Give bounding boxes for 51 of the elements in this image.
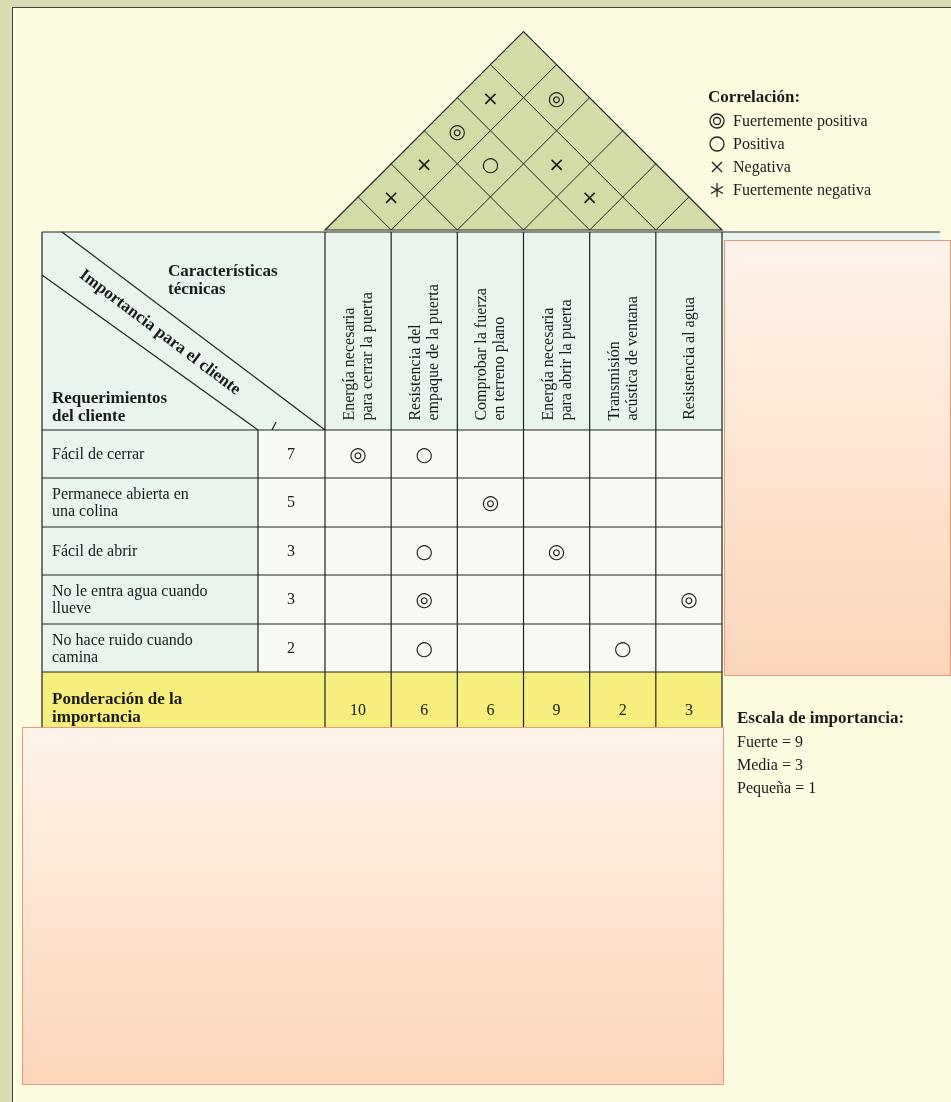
cross-symbol: × [481, 87, 500, 108]
cross-symbol: × [547, 153, 566, 174]
double-circle-symbol: ◎ [414, 589, 434, 609]
requirement-text: Permanece abierta en una colina [52, 484, 190, 520]
double-circle-symbol: ◎ [546, 541, 567, 561]
scale-entry: Media = 3 [737, 756, 804, 774]
column-axis-heading: Características técnicas [168, 261, 279, 299]
double-circle-symbol: ◎ [348, 444, 368, 464]
weight-value: 3 [683, 701, 694, 719]
weight-value: 6 [485, 701, 496, 719]
cross-symbol: × [381, 186, 401, 207]
weight-row-heading: Ponderación de la importancia [52, 689, 184, 727]
column-header: Comprobar la fuerza en terreno plano [472, 286, 508, 421]
weight-value: 6 [419, 701, 430, 719]
circle-symbol: ○ [414, 541, 434, 561]
column-header: Energía necesaria para cerrar la puerta [340, 290, 376, 421]
column-header: Transmisión acústica de ventana [605, 294, 641, 421]
legend-text: Positiva [733, 135, 785, 153]
weight-value: 9 [551, 701, 562, 719]
weight-value: 10 [349, 701, 368, 719]
circle-symbol: ○ [414, 638, 434, 658]
column-header: Resistencia del empaque de la puerta [406, 282, 442, 421]
requirement-text: No le entra agua cuando llueve [52, 581, 209, 617]
importance-value: 3 [286, 542, 296, 560]
requirement-text: No hace ruido cuando camina [52, 630, 194, 666]
double-circle-symbol: ◎ [679, 589, 699, 609]
weight-value: 2 [617, 701, 628, 719]
requirement-text: Fácil de cerrar [52, 445, 146, 463]
legend-text: Fuertemente positiva [733, 112, 868, 130]
column-header: Resistencia al agua [680, 296, 698, 420]
column-header: Energía necesaria para abrir la puerta [539, 297, 575, 421]
importance-value: 3 [286, 590, 296, 608]
double-circle-symbol: ◎ [447, 120, 468, 141]
cross-symbol: × [414, 153, 434, 174]
importance-value: 7 [286, 445, 296, 463]
scale-title: Escala de importancia: [737, 708, 906, 728]
importance-value: 2 [286, 639, 296, 657]
scale-entry: Pequeña = 1 [737, 779, 818, 797]
legend-text: Negativa [733, 158, 791, 176]
requirement-text: Fácil de abrir [52, 542, 139, 560]
importance-value: 5 [286, 493, 296, 511]
legend-title: Correlación: [708, 87, 802, 107]
circle-symbol: ○ [613, 638, 633, 658]
legend-text: Fuertemente negativa [733, 181, 872, 199]
scale-entry: Fuerte = 9 [737, 733, 804, 751]
circle-symbol: ○ [480, 153, 501, 174]
double-circle-symbol: ◎ [480, 492, 501, 512]
cross-symbol: × [580, 186, 600, 207]
circle-symbol: ○ [414, 444, 434, 464]
double-circle-symbol: ◎ [546, 87, 567, 108]
row-axis-heading: Requerimientos del cliente [52, 388, 169, 426]
